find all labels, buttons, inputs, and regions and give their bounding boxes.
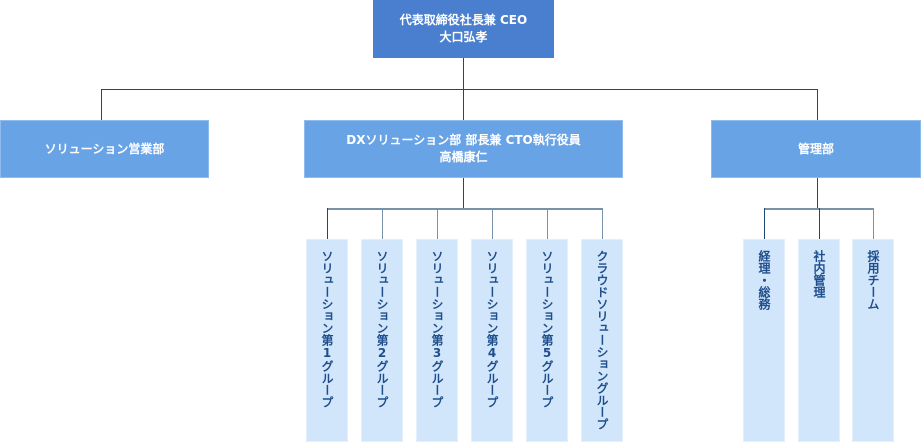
group-accounting-general[interactable]: 経理・総務 [743, 239, 785, 442]
connector-g2 [382, 208, 383, 239]
group-label: ソリューション第3グループ [430, 250, 444, 408]
dept-dx-solution[interactable]: DXソリューション部 部長兼 CTO執行役員 高橋康仁 [304, 120, 623, 178]
group-recruiting-team[interactable]: 採用チーム [852, 239, 894, 442]
dept-label: DXソリューション部 部長兼 CTO執行役員 [346, 133, 581, 147]
dept-label: 管理部 [797, 141, 834, 156]
ceo-name: 大口弘孝 [439, 30, 488, 44]
group-cloud-solution[interactable]: クラウドソリューショングループ [581, 239, 623, 442]
group-solution-3[interactable]: ソリューション第3グループ [416, 239, 458, 442]
group-label: 経理・総務 [757, 250, 771, 310]
connector-g6 [602, 208, 603, 239]
connector-g3 [437, 208, 438, 239]
ceo-title: 代表取締役社長兼 CEO [399, 13, 528, 27]
connector-a1 [764, 208, 765, 239]
group-solution-4[interactable]: ソリューション第4グループ [471, 239, 513, 442]
connector-admin-down [817, 178, 818, 208]
group-label: ソリューション第4グループ [485, 250, 499, 408]
ceo-node[interactable]: 代表取締役社長兼 CEO 大口弘孝 [373, 0, 554, 58]
dept-solution-sales[interactable]: ソリューション営業部 [0, 120, 209, 178]
group-internal-management[interactable]: 社内管理 [798, 239, 840, 442]
connector-dx-down [463, 178, 464, 208]
connector-dx-bar [327, 208, 602, 210]
connector-a3 [873, 208, 874, 239]
group-label: クラウドソリューショングループ [595, 250, 609, 430]
dept-head-name: 高橋康仁 [439, 150, 488, 164]
dept-label: ソリューション営業部 [44, 141, 165, 156]
connector-admin [817, 89, 818, 120]
connector-sales [101, 89, 102, 120]
connector-g4 [492, 208, 493, 239]
connector-a2 [819, 208, 820, 239]
connector-dx [463, 89, 464, 120]
dept-admin[interactable]: 管理部 [711, 120, 921, 178]
connector-dept-bar [101, 89, 817, 90]
connector-g1 [327, 208, 328, 239]
group-label: ソリューション第1グループ [320, 250, 334, 408]
group-label: 採用チーム [866, 250, 880, 310]
connector-g5 [547, 208, 548, 239]
connector-ceo-down [463, 58, 464, 89]
group-label: 社内管理 [812, 250, 826, 298]
group-label: ソリューション第5グループ [540, 250, 554, 408]
group-solution-2[interactable]: ソリューション第2グループ [361, 239, 403, 442]
group-label: ソリューション第2グループ [375, 250, 389, 408]
group-solution-5[interactable]: ソリューション第5グループ [526, 239, 568, 442]
group-solution-1[interactable]: ソリューション第1グループ [306, 239, 348, 442]
